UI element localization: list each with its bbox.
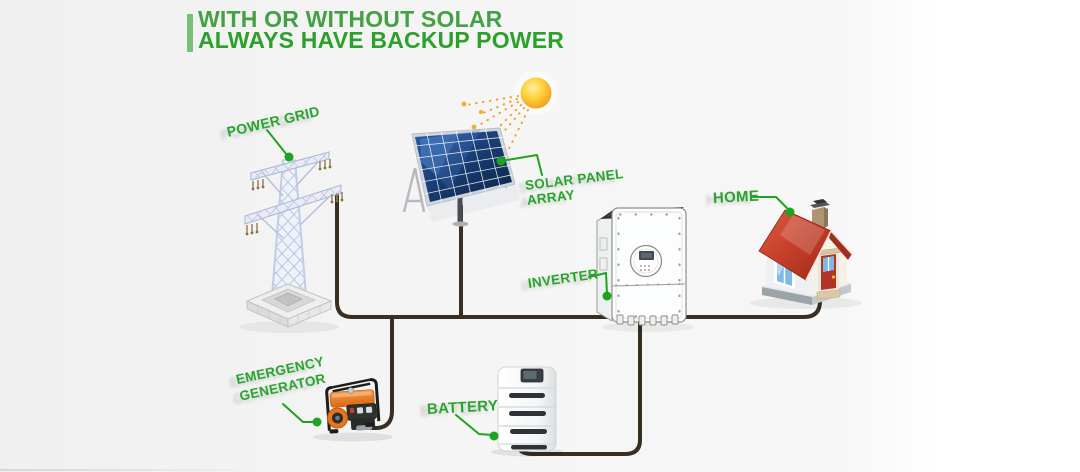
generator-pointer bbox=[282, 403, 315, 423]
wire-grid-to-home bbox=[335, 194, 822, 319]
solar-pointer bbox=[500, 154, 543, 176]
power-grid-illustration bbox=[239, 151, 344, 333]
wire-generator-branch bbox=[369, 315, 394, 430]
title-line-1: WITH OR WITHOUT SOLAR bbox=[198, 6, 503, 32]
home-illustration bbox=[750, 199, 862, 309]
label-pointers bbox=[266, 129, 790, 436]
page-title: WITH OR WITHOUT SOLAR ALWAYS HAVE BACKUP… bbox=[198, 6, 565, 53]
generator-illustration bbox=[313, 378, 393, 442]
sun-rays bbox=[465, 95, 529, 158]
section-divider bbox=[0, 468, 270, 471]
sun-icon bbox=[514, 71, 558, 115]
inverter-illustration bbox=[596, 207, 694, 332]
label-pointer-dots bbox=[284, 152, 795, 441]
power-grid-pointer bbox=[266, 129, 288, 156]
inverter-pointer bbox=[588, 272, 608, 295]
title-accent-bar bbox=[187, 14, 193, 52]
battery-pointer bbox=[455, 414, 493, 436]
home-pointer bbox=[752, 196, 790, 211]
solar-panel-illustration bbox=[402, 127, 520, 227]
home-label: HOME bbox=[712, 187, 760, 207]
title-line-2: ALWAYS HAVE BACKUP POWER bbox=[198, 27, 565, 53]
battery-illustration bbox=[491, 366, 563, 457]
